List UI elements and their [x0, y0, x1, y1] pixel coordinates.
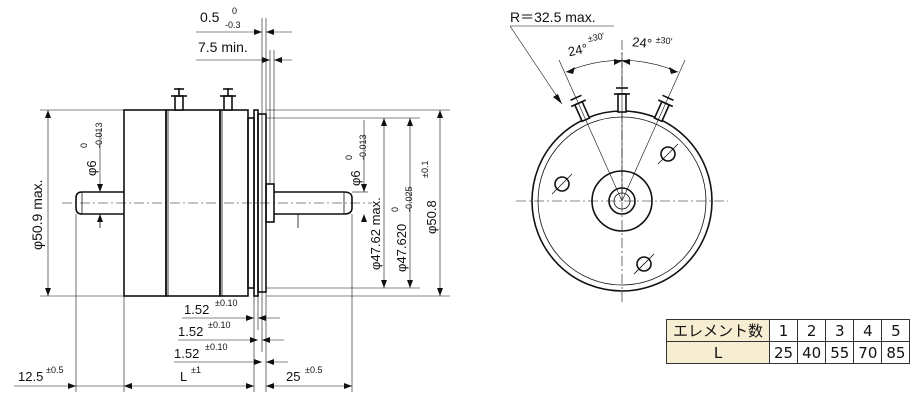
dim-right-shaft-tol-lower: -0.013 [358, 134, 368, 160]
table-cell-element: 3 [825, 319, 855, 342]
dim-gap-tol-upper: 0 [232, 6, 237, 16]
dim-outer-tol: ±0.1 [420, 161, 430, 178]
angle-2-base: 24° [632, 34, 653, 51]
table-cell-length: 40 [797, 341, 827, 364]
table-cell-element: 1 [769, 319, 799, 342]
table-row: L 25 40 55 70 85 [665, 341, 911, 364]
table-cell-element: 5 [881, 319, 911, 342]
table-cell-length: 25 [769, 341, 799, 364]
dim-1-52-c-tol: ±0.10 [205, 342, 227, 352]
mounting-hole-3 [633, 253, 655, 275]
angle-2-tol: ±30′ [655, 35, 673, 47]
left-shaft [75, 191, 124, 228]
table-cell-length: 55 [825, 341, 855, 364]
dim-right-length-base: 25 [286, 369, 300, 384]
right-shaft [274, 191, 353, 228]
table-cell-length: 85 [881, 341, 911, 364]
dim-body-diameter: φ50.9 max. [29, 179, 45, 250]
terminal-right [220, 88, 236, 111]
dim-outer-base: φ50.8 [424, 200, 439, 234]
dim-right-length-tol: ±0.5 [305, 365, 322, 375]
dim-1-52-c-base: 1.52 [174, 346, 199, 361]
dim-right-shaft-base: φ6 [348, 170, 363, 186]
dim-flange-tol-lower: -0.025 [404, 186, 414, 212]
dim-gap-tol-lower: -0.3 [225, 20, 241, 30]
dim-flange-base: φ47.620 [394, 224, 409, 272]
table-row: エレメント数 1 2 3 4 5 [665, 319, 911, 342]
side-view: 0.5 0 -0.3 7.5 min. φ50.9 max. φ6 0 -0.0… [14, 6, 450, 392]
dim-L-base: L [180, 369, 187, 384]
front-view: R＝32.5 max. 24° ±30′ 24° ±30′ [509, 9, 728, 302]
dim-right-shaft-tol-upper: 0 [344, 155, 354, 160]
dim-1-52-b-base: 1.52 [178, 324, 203, 339]
table-cell-length: 70 [853, 341, 883, 364]
table-cell-element: 4 [853, 319, 883, 342]
dim-L-tol: ±1 [191, 365, 201, 375]
dim-left-length-tol: ±0.5 [46, 365, 63, 375]
elements-length-table: エレメント数 1 2 3 4 5 L 25 40 55 70 85 [665, 319, 911, 364]
dim-1-52-a-base: 1.52 [184, 302, 209, 317]
dim-1-52-b-tol: ±0.10 [208, 320, 230, 330]
dim-left-shaft-base: φ6 [84, 160, 99, 176]
dim-gap-base: 0.5 [200, 9, 220, 25]
dim-left-shaft-tol-upper: 0 [79, 143, 89, 148]
table-header-label: エレメント数 [665, 319, 771, 342]
angle-1-base: 24° [567, 41, 589, 60]
mounting-hole-1 [551, 173, 573, 195]
table-cell-element: 2 [797, 319, 827, 342]
mounting-hole-2 [657, 143, 679, 165]
angle-1-tol: ±30′ [587, 31, 606, 44]
dim-left-length-base: 12.5 [18, 369, 43, 384]
dim-pilot-diameter: φ47.62 max. [368, 197, 383, 270]
table-row-label: L [665, 341, 771, 364]
dim-left-shaft-tol-lower: -0.013 [94, 122, 104, 148]
terminal-left [171, 88, 187, 111]
dim-1-52-a-tol: ±0.10 [215, 298, 237, 308]
dim-min-length: 7.5 min. [198, 39, 248, 55]
dim-flange-tol-upper: 0 [390, 207, 400, 212]
front-radius: R＝32.5 max. [510, 9, 596, 25]
